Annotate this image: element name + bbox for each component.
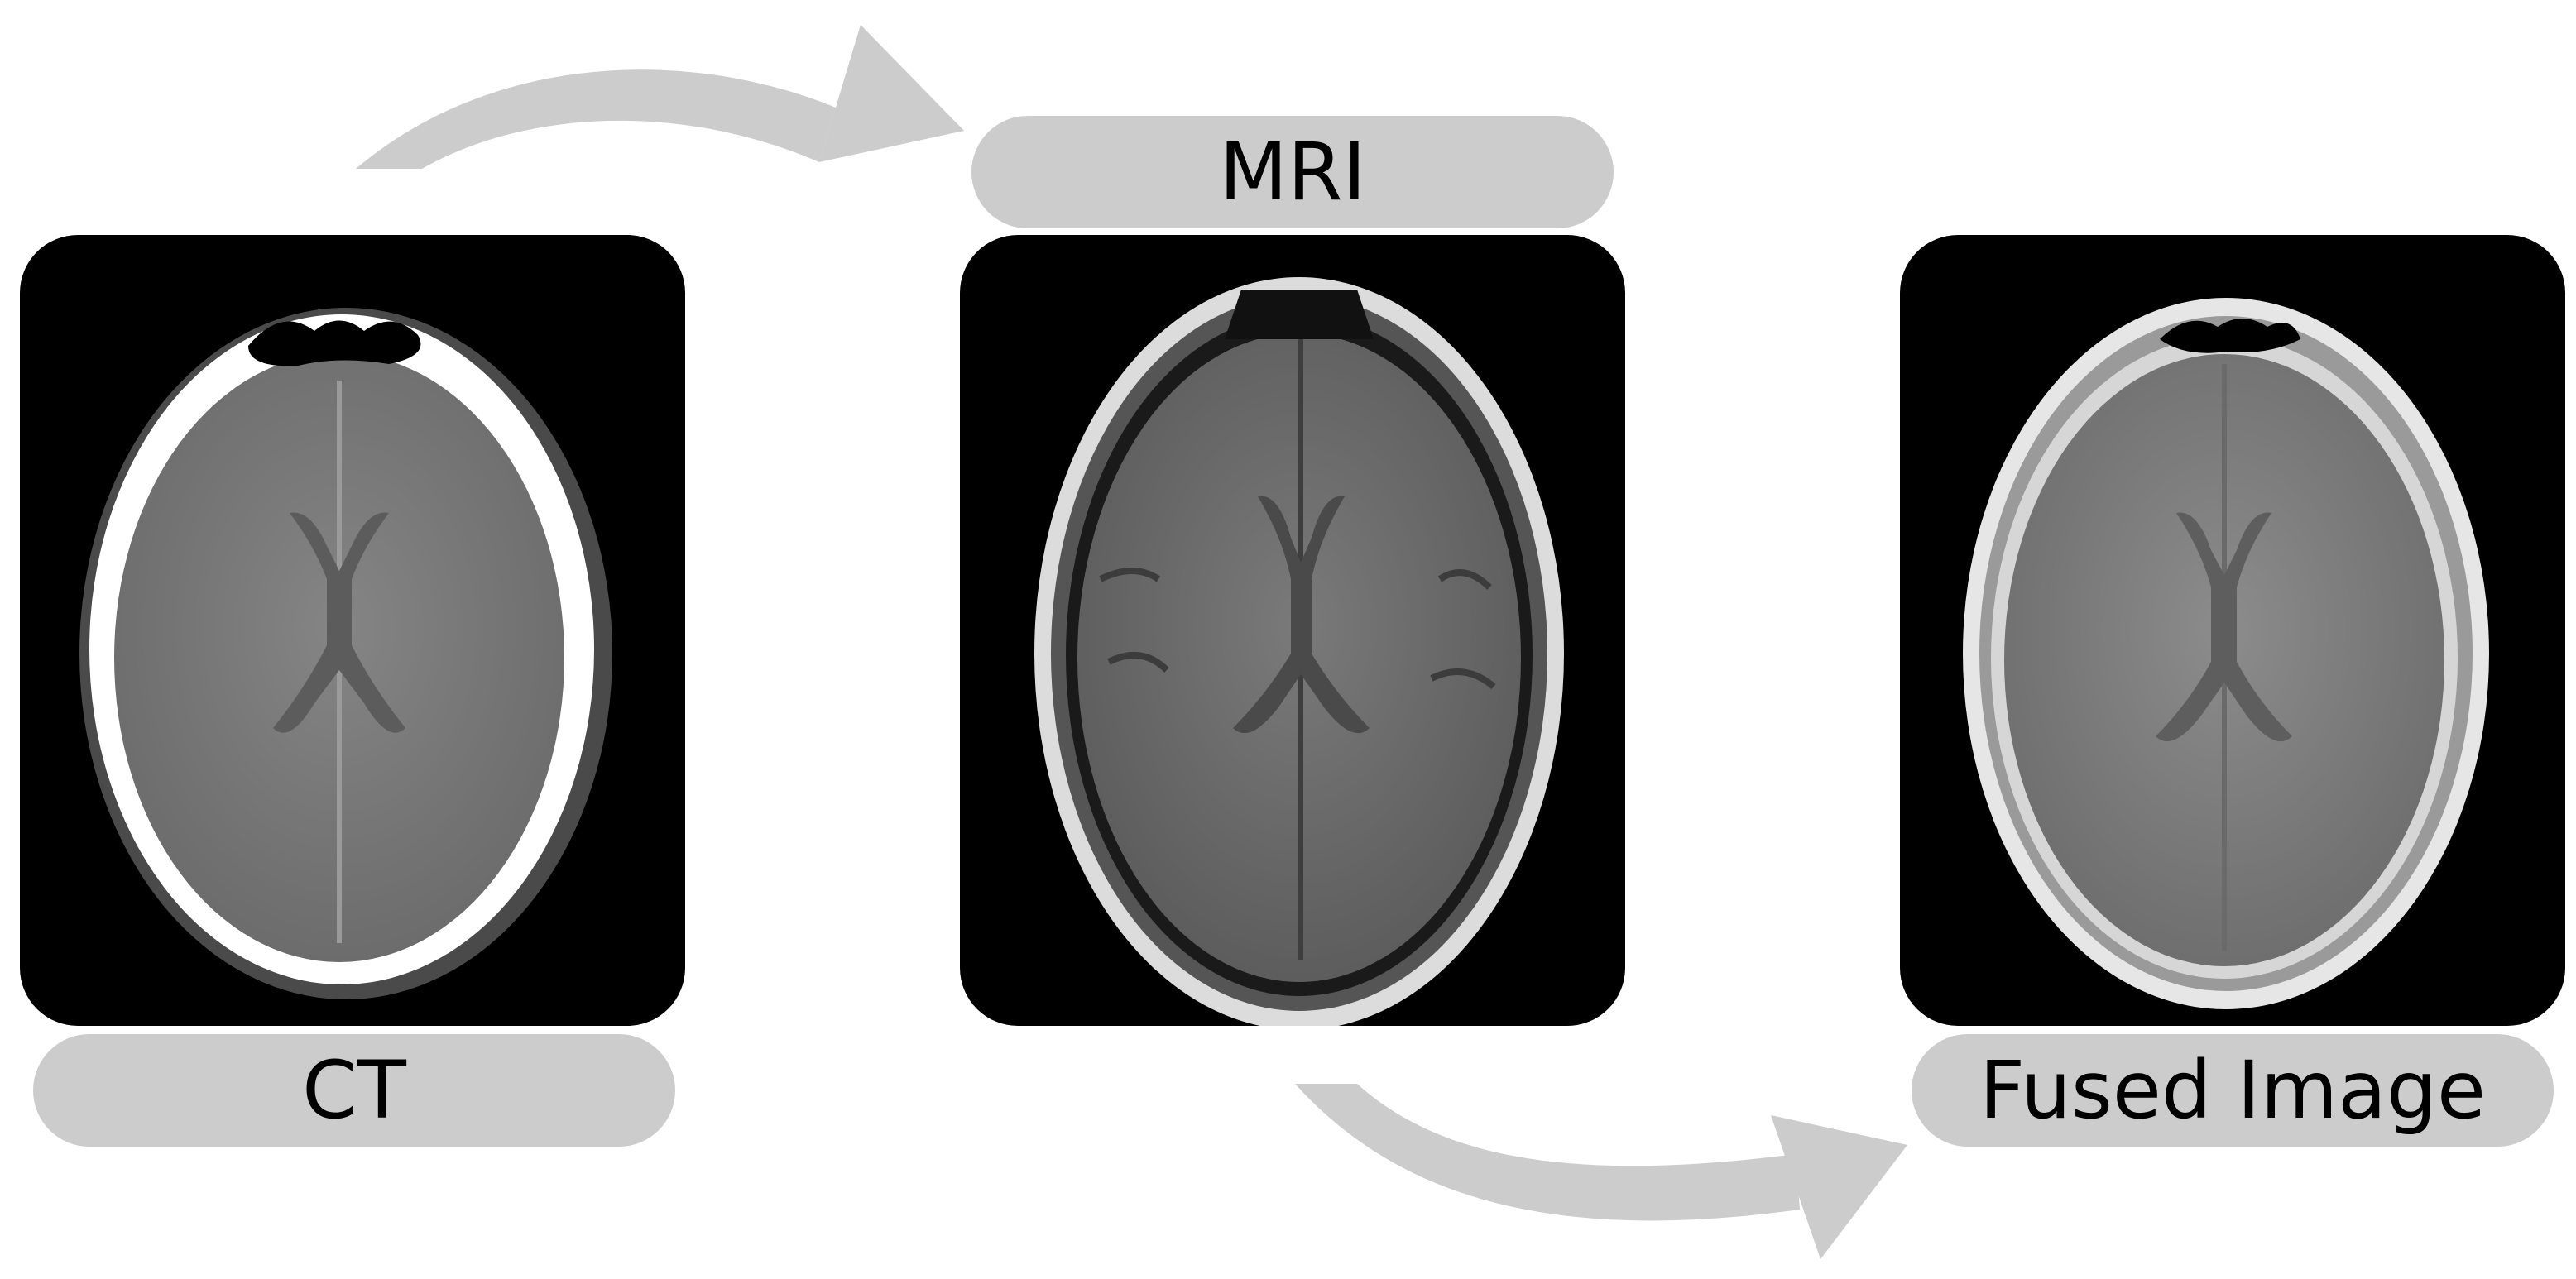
ct-label-pill [33,1034,675,1147]
arrow-mri-to-fused [1295,1084,1907,1259]
mri-label-pill [971,116,1614,228]
mri-label: MRI [1219,126,1366,218]
arrow-ct-to-mri [356,25,964,169]
fused-image-label: Fused Image [1979,1044,2486,1137]
fused-label-pill [1912,1034,2554,1147]
mri-image [960,235,1625,1026]
ct-label: CT [302,1044,406,1137]
fused-image [1900,235,2565,1026]
ct-image [20,235,685,1026]
